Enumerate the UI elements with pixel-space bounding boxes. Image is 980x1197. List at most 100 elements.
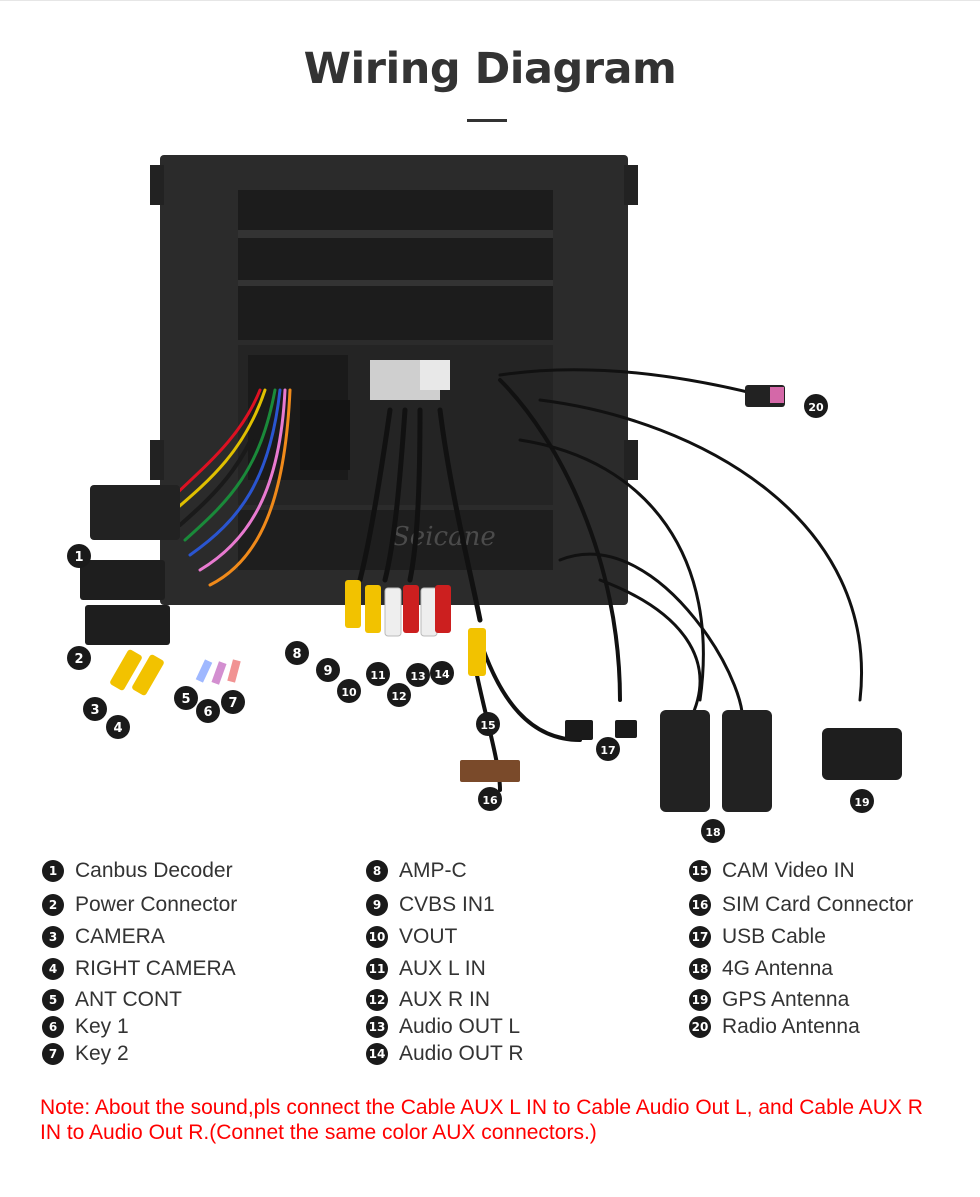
svg-text:6: 6	[203, 705, 212, 720]
svg-text:11: 11	[370, 669, 385, 682]
callout-8: 8	[285, 641, 309, 665]
number-badge: 3	[42, 926, 64, 948]
callout-6: 6	[196, 699, 220, 723]
legend-label: SIM Card Connector	[722, 893, 914, 916]
legend-label: CVBS IN1	[399, 893, 495, 916]
top-divider	[0, 0, 980, 1]
number-badge: 14	[366, 1043, 388, 1065]
number-badge: 8	[366, 860, 388, 882]
legend-item: 12 AUX R IN	[366, 988, 490, 1012]
number-badge: 12	[366, 989, 388, 1011]
callout-11: 11	[366, 662, 390, 686]
legend-label: AUX L IN	[399, 957, 486, 980]
legend-label: VOUT	[399, 925, 458, 948]
number-badge: 4	[42, 958, 64, 980]
legend-item: 14 Audio OUT R	[366, 1042, 524, 1066]
callout-9: 9	[316, 658, 340, 682]
svg-text:9: 9	[323, 664, 332, 679]
legend-label: 4G Antenna	[722, 957, 833, 980]
svg-text:12: 12	[391, 690, 406, 703]
svg-text:5: 5	[181, 692, 190, 707]
legend-item: 15 CAM Video IN	[689, 859, 855, 883]
callout-2: 2	[67, 646, 91, 670]
legend-label: CAM Video IN	[722, 859, 855, 882]
sound-note: Note: About the sound,pls connect the Ca…	[40, 1096, 923, 1144]
legend-item: 2 Power Connector	[42, 893, 237, 917]
legend-item: 20 Radio Antenna	[689, 1015, 860, 1039]
callout-3: 3	[83, 697, 107, 721]
legend-label: Audio OUT L	[399, 1015, 521, 1038]
svg-text:2: 2	[74, 652, 83, 667]
legend-label: AMP-C	[399, 859, 467, 882]
legend-item: 18 4G Antenna	[689, 957, 833, 981]
legend-item: 7 Key 2	[42, 1042, 129, 1066]
svg-text:4: 4	[113, 721, 122, 736]
callout-19: 19	[850, 789, 874, 813]
legend-item: 17 USB Cable	[689, 925, 826, 949]
legend-item: 19 GPS Antenna	[689, 988, 849, 1012]
number-badge: 11	[366, 958, 388, 980]
svg-text:8: 8	[292, 647, 301, 662]
legend-label: GPS Antenna	[722, 988, 850, 1011]
svg-text:3: 3	[90, 703, 99, 718]
callout-17: 17	[596, 737, 620, 761]
callout-10: 10	[337, 679, 361, 703]
svg-text:10: 10	[341, 686, 357, 699]
legend-label: AUX R IN	[399, 988, 491, 1011]
connectors	[80, 385, 902, 812]
legend-label: USB Cable	[722, 925, 826, 948]
legend-item: 3 CAMERA	[42, 925, 165, 949]
legend-label: Key 2	[75, 1042, 129, 1065]
legend-item: 13 Audio OUT L	[366, 1015, 520, 1039]
page-title: Wiring Diagram	[303, 44, 677, 94]
number-badge: 10	[366, 926, 388, 948]
svg-text:17: 17	[600, 744, 615, 757]
title-underline	[467, 119, 507, 122]
legend-item: 10 VOUT	[366, 925, 457, 949]
number-badge: 18	[689, 958, 711, 980]
number-badge: 9	[366, 894, 388, 916]
svg-text:20: 20	[808, 401, 824, 414]
svg-text:15: 15	[480, 719, 495, 732]
callout-4: 4	[106, 715, 130, 739]
callout-16: 16	[478, 787, 502, 811]
legend-label: Key 1	[75, 1015, 129, 1038]
legend-item: 6 Key 1	[42, 1015, 129, 1039]
legend-label: Power Connector	[75, 893, 238, 916]
number-badge: 2	[42, 894, 64, 916]
number-badge: 7	[42, 1043, 64, 1065]
svg-text:14: 14	[434, 668, 450, 681]
legend-label: CAMERA	[75, 925, 165, 948]
legend-label: RIGHT CAMERA	[75, 957, 236, 980]
legend-item: 8 AMP-C	[366, 859, 467, 883]
callout-20: 20	[804, 394, 828, 418]
svg-text:18: 18	[705, 826, 720, 839]
callouts: 1 2 3 4 5 6 7 8 9 10 11 12 13 14 15 16 1…	[67, 394, 874, 843]
svg-text:19: 19	[854, 796, 869, 809]
watermark: Seicane	[392, 522, 496, 552]
legend-label: Audio OUT R	[399, 1042, 524, 1065]
number-badge: 20	[689, 1016, 711, 1038]
callout-14: 14	[430, 661, 454, 685]
callout-18: 18	[701, 819, 725, 843]
callout-7: 7	[221, 690, 245, 714]
legend-item: 9 CVBS IN1	[366, 893, 495, 917]
svg-text:13: 13	[410, 670, 425, 683]
number-badge: 6	[42, 1016, 64, 1038]
callout-1: 1	[67, 544, 91, 568]
svg-text:1: 1	[74, 550, 83, 565]
number-badge: 15	[689, 860, 711, 882]
legend-label: Radio Antenna	[722, 1015, 860, 1038]
number-badge: 5	[42, 989, 64, 1011]
wire-harness	[168, 368, 863, 792]
number-badge: 13	[366, 1016, 388, 1038]
legend-item: 11 AUX L IN	[366, 957, 486, 981]
svg-text:16: 16	[482, 794, 498, 807]
number-badge: 19	[689, 989, 711, 1011]
legend-label: Canbus Decoder	[75, 859, 233, 882]
callout-12: 12	[387, 683, 411, 707]
number-badge: 17	[689, 926, 711, 948]
